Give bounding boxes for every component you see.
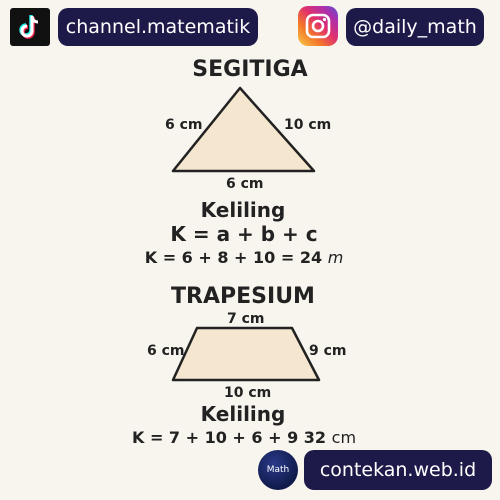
instagram-badge[interactable]: @daily_math bbox=[346, 8, 484, 46]
triangle-left-side-label: 6 cm bbox=[165, 117, 203, 133]
trapezoid-top-side-label: 7 cm bbox=[227, 311, 265, 327]
channel-label: channel.matematik bbox=[65, 16, 251, 38]
triangle-shape bbox=[171, 86, 316, 173]
tiktok-icon[interactable] bbox=[10, 8, 50, 46]
instagram-handle: @daily_math bbox=[353, 16, 477, 38]
triangle-right-side-label: 10 cm bbox=[284, 117, 332, 133]
trapezoid-perimeter-title: Keliling bbox=[200, 402, 286, 426]
triangle-calculation-main: K = 6 + 8 + 10 = 24 bbox=[144, 248, 323, 267]
triangle-perimeter-title: Keliling bbox=[200, 198, 286, 222]
website-label: contekan.web.id bbox=[319, 459, 477, 481]
trapezoid-calculation-main: K = 7 + 10 + 6 + 9 32 bbox=[131, 428, 327, 447]
trapezoid-calculation: K = 7 + 10 + 6 + 9 32 cm bbox=[64, 428, 424, 447]
triangle-title: SEGITIGA bbox=[192, 57, 308, 82]
channel-badge[interactable]: channel.matematik bbox=[58, 8, 258, 46]
trapezoid-right-side-label: 9 cm bbox=[309, 343, 347, 359]
trapezoid-shape bbox=[171, 326, 321, 382]
triangle-base-label: 6 cm bbox=[226, 176, 264, 192]
triangle-formula: K = a + b + c bbox=[170, 222, 318, 246]
instagram-icon[interactable] bbox=[298, 6, 338, 46]
math-logo-text: Math bbox=[266, 465, 290, 475]
trapezoid-title: TRAPESIUM bbox=[171, 284, 315, 309]
website-badge[interactable]: contekan.web.id bbox=[304, 450, 492, 490]
triangle-calculation: K = 6 + 8 + 10 = 24 m bbox=[64, 248, 424, 267]
trapezoid-calculation-unit: cm bbox=[331, 428, 357, 447]
trapezoid-base-label: 10 cm bbox=[224, 385, 272, 401]
math-logo: Math bbox=[258, 450, 298, 490]
triangle-calculation-unit: m bbox=[327, 248, 344, 267]
trapezoid-left-side-label: 6 cm bbox=[147, 343, 185, 359]
